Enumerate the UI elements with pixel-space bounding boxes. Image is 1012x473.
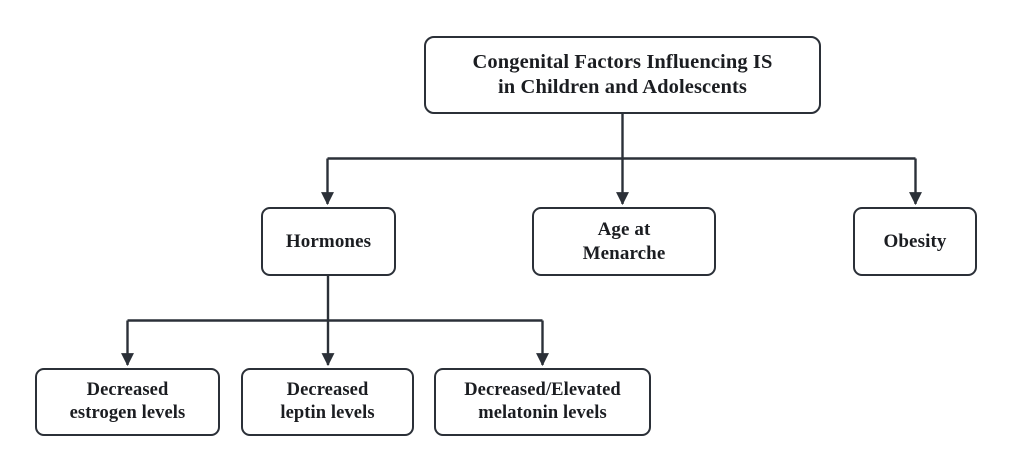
- node-obesity[interactable]: Obesity: [853, 207, 977, 276]
- node-decreased-estrogen-levels-label: Decreased estrogen levels: [69, 380, 186, 423]
- node-root[interactable]: Congenital Factors Influencing IS in Chi…: [424, 36, 821, 114]
- node-age-at-menarche-label: Age at Menarche: [582, 219, 666, 264]
- node-hormones[interactable]: Hormones: [261, 207, 396, 276]
- node-decreased-elevated-melatonin-levels-label: Decreased/Elevated melatonin levels: [464, 380, 621, 423]
- node-root-label: Congenital Factors Influencing IS in Chi…: [472, 51, 773, 98]
- node-decreased-estrogen-levels[interactable]: Decreased estrogen levels: [35, 368, 220, 436]
- node-decreased-elevated-melatonin-levels[interactable]: Decreased/Elevated melatonin levels: [434, 368, 651, 436]
- node-decreased-leptin-levels-label: Decreased leptin levels: [280, 380, 375, 423]
- node-age-at-menarche[interactable]: Age at Menarche: [532, 207, 716, 276]
- node-obesity-label: Obesity: [883, 230, 947, 252]
- node-decreased-leptin-levels[interactable]: Decreased leptin levels: [241, 368, 414, 436]
- node-hormones-label: Hormones: [285, 230, 372, 252]
